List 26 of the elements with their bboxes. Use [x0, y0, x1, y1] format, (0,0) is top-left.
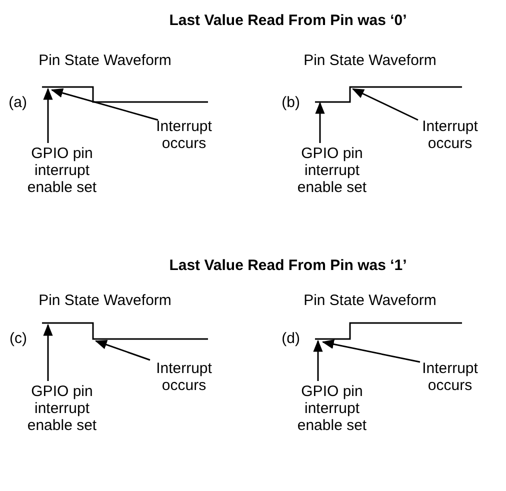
callout-text: Interrupt occurs — [414, 118, 486, 152]
leader-arrow — [322, 339, 420, 363]
leader-arrow — [94, 340, 150, 361]
waveform-title: Pin State Waveform — [302, 292, 438, 309]
waveform-title: Pin State Waveform — [302, 52, 438, 69]
callout-text: Interrupt occurs — [148, 118, 220, 152]
heading: Last Value Read From Pin was ‘1’ — [168, 257, 408, 274]
heading: Last Value Read From Pin was ‘0’ — [168, 12, 408, 29]
leader-arrow — [352, 88, 418, 121]
panel-label: (b) — [280, 94, 300, 111]
callout-text: Interrupt occurs — [414, 360, 486, 394]
panel-label: (d) — [280, 330, 300, 347]
callout-text: GPIO pin interrupt enable set — [282, 145, 382, 196]
leader-arrow — [315, 102, 325, 143]
callout-text: GPIO pin interrupt enable set — [282, 383, 382, 434]
leader-arrow — [50, 88, 158, 121]
panel-label: (c) — [8, 330, 27, 347]
leader-arrow — [43, 324, 53, 381]
callout-text: Interrupt occurs — [148, 360, 220, 394]
callout-text: GPIO pin interrupt enable set — [12, 383, 112, 434]
leader-arrow — [313, 340, 323, 381]
callout-text: GPIO pin interrupt enable set — [12, 145, 112, 196]
panel-label: (a) — [8, 94, 27, 111]
waveform-title: Pin State Waveform — [38, 292, 172, 309]
waveform-title: Pin State Waveform — [38, 52, 172, 69]
leader-arrow — [43, 88, 53, 143]
